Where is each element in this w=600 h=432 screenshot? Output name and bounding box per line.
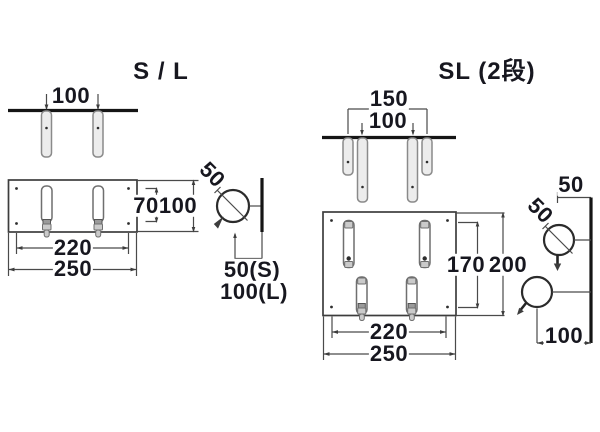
dim-outer-pitch-150: 150	[368, 85, 410, 111]
dim-inner-pitch-100: 100	[367, 107, 409, 133]
dim-slot-height-70: 70	[132, 192, 160, 218]
left-front-view	[7, 179, 199, 276]
screw-hole	[446, 305, 449, 309]
title-sl-2dan: SL (2段)	[438, 57, 536, 85]
screw-hole	[15, 187, 18, 190]
dim-hole-pitch-220-r: 220	[368, 318, 410, 344]
right-top-hook-long	[356, 137, 369, 203]
dim-plate-width-250: 250	[52, 255, 94, 281]
right-top-view	[322, 108, 456, 203]
dim-wall-offset-50s: 50(S)	[222, 256, 282, 282]
right-side-view	[517, 192, 593, 345]
right-top-hook-short	[421, 137, 433, 176]
dim-hook-pitch-100: 100	[50, 82, 92, 108]
dim-lower-offset-100: 100	[543, 322, 585, 348]
dim-plate-height-200: 200	[487, 251, 529, 277]
dim-hole-pitch-220: 220	[52, 234, 94, 260]
left-side-view	[213, 178, 264, 260]
mounting-plate	[7, 179, 138, 233]
screw-hole	[330, 219, 333, 222]
dim-slot-span-170: 170	[445, 251, 487, 277]
dim-plate-width-250-r: 250	[368, 340, 410, 366]
dim-wall-offset-100l: 100(L)	[219, 278, 289, 304]
right-top-hook-long	[406, 137, 419, 203]
screw-hole	[127, 187, 130, 190]
clamp-bolt	[213, 216, 224, 229]
clamp-bolt	[519, 301, 528, 311]
screw-hole	[330, 305, 333, 309]
hanger-slot	[40, 185, 53, 223]
title-s-l: S / L	[133, 57, 189, 85]
left-top-hook-2	[92, 110, 104, 158]
screw-hole	[15, 222, 18, 225]
left-top-view	[8, 94, 138, 158]
right-front-view	[322, 211, 505, 360]
dim-plate-height-100: 100	[157, 192, 199, 218]
screw-hole	[446, 219, 449, 222]
dim-upper-offset-50: 50	[557, 171, 585, 197]
screw-hole	[127, 222, 130, 225]
hanger-slot	[92, 185, 105, 223]
right-top-hook-short	[342, 137, 354, 176]
left-top-hook-1	[40, 110, 53, 158]
